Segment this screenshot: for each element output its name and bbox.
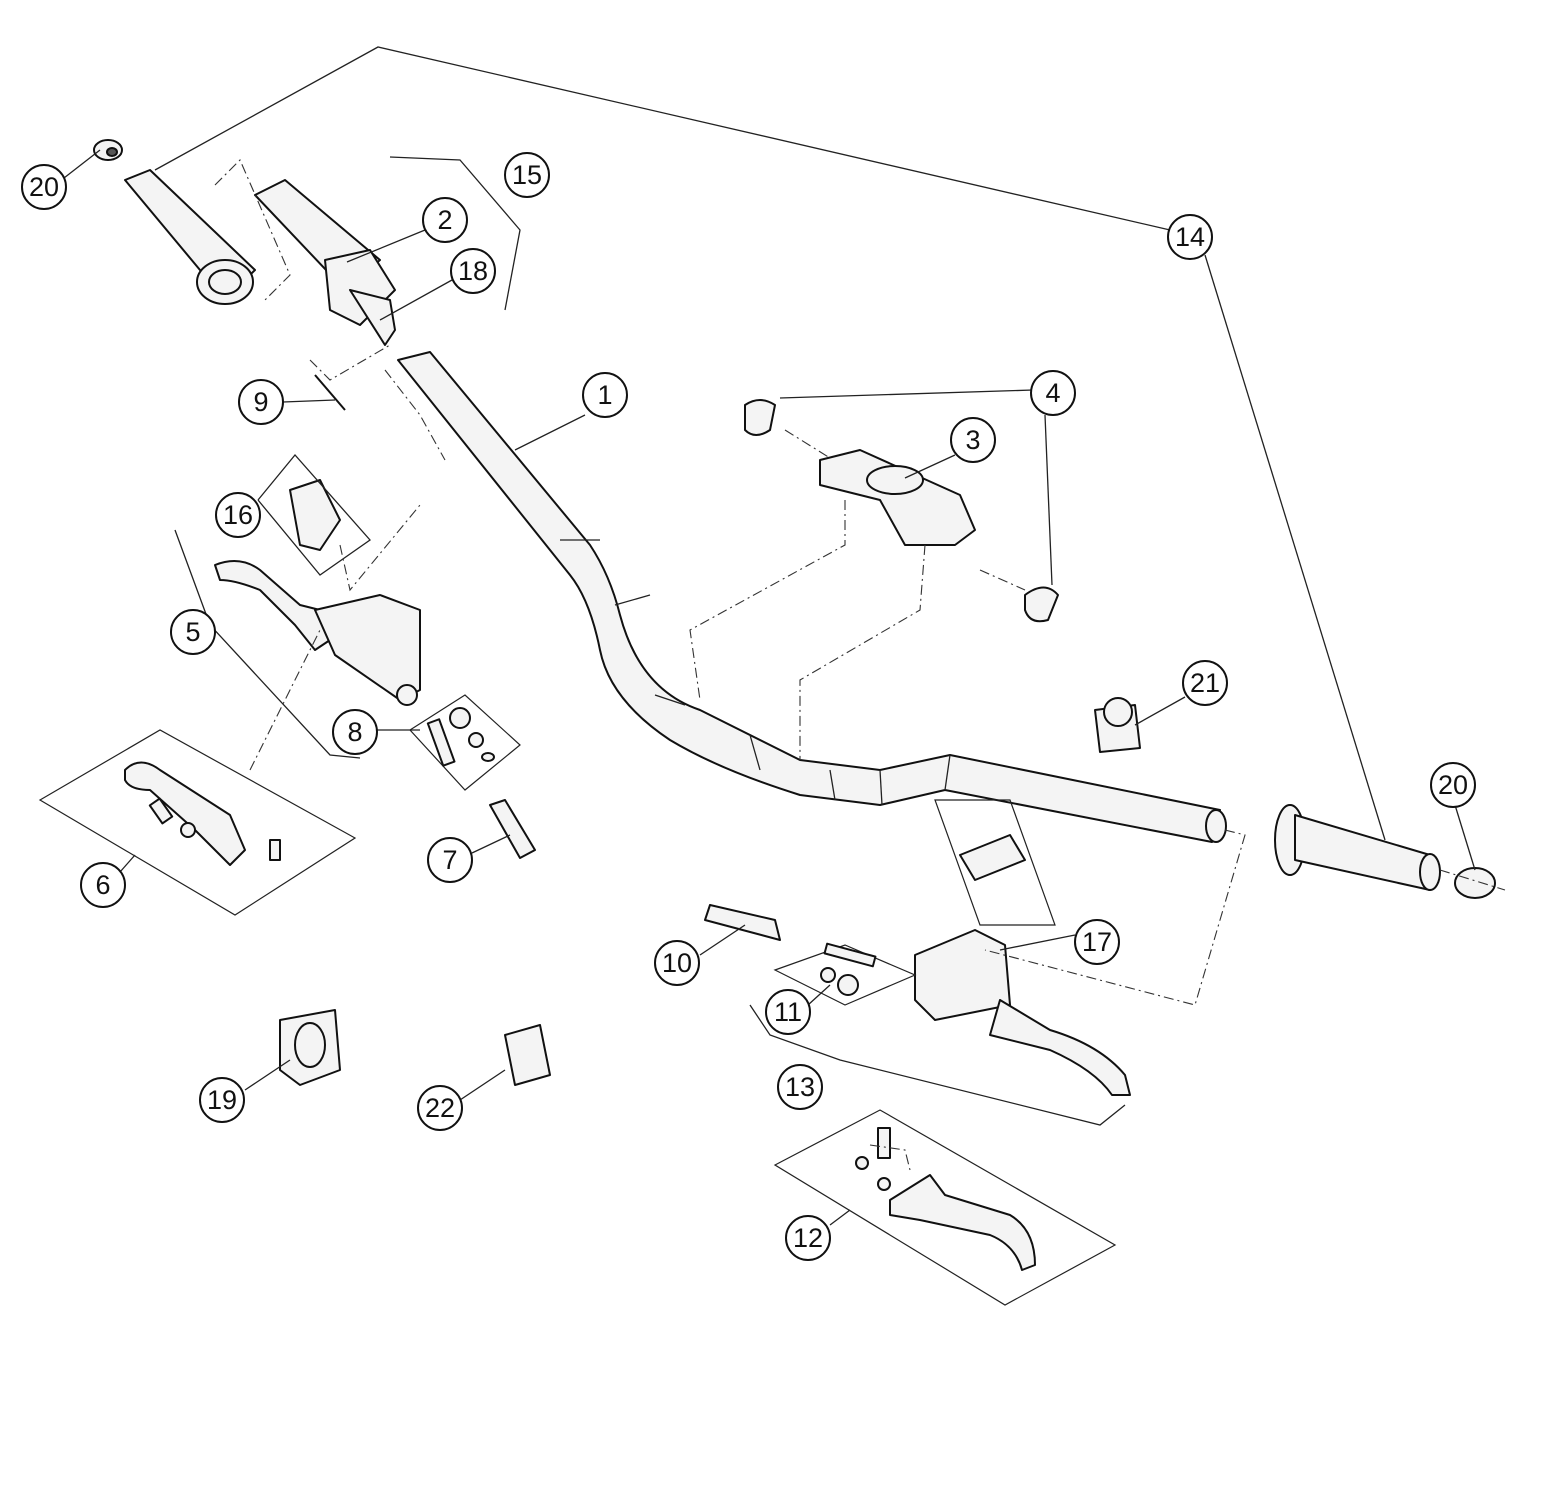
callout-14: 14 [1167,214,1213,260]
right-master-cylinder [914,929,1131,1096]
callout-11-label: 11 [774,997,802,1027]
callout-9-label: 9 [253,387,268,417]
callout-20-left-label: 20 [29,172,59,202]
callout-2-label: 2 [437,205,452,235]
right-reservoir-cover [934,799,1056,926]
handlebar [397,351,1227,843]
callout-15: 15 [504,152,550,198]
left-end-cap [93,139,123,161]
callout-20-left: 20 [21,164,67,210]
assembly-lines [214,159,1506,1171]
left-piston-kit [409,694,521,791]
left-master-cylinder [214,560,421,706]
callout-20-right-label: 20 [1438,770,1468,800]
callout-6-label: 6 [95,870,110,900]
callout-13: 13 [777,1064,823,1110]
callout-12: 12 [785,1215,831,1261]
callout-4: 4 [1030,370,1076,416]
callout-1: 1 [582,372,628,418]
right-end-cap [1454,867,1496,899]
switch-21 [1094,697,1141,753]
u-bolt-upper [744,399,776,436]
callout-13-label: 13 [785,1072,815,1102]
callout-17: 17 [1074,919,1120,965]
callout-16-label: 16 [223,500,253,530]
callout-19-label: 19 [207,1085,237,1115]
callout-3: 3 [950,417,996,463]
callout-12-label: 12 [793,1223,823,1253]
callout-7-label: 7 [442,845,457,875]
callout-21: 21 [1182,660,1228,706]
left-lever-kit [38,729,357,916]
left-reservoir-cover [289,479,341,551]
throttle-grip [254,179,396,346]
callout-1-label: 1 [597,380,612,410]
callout-14-label: 14 [1175,222,1205,252]
callout-9: 9 [238,379,284,425]
pin [314,374,346,411]
callout-19: 19 [199,1077,245,1123]
handlebar-clamp [819,449,976,546]
right-lever-kit [773,1109,1117,1306]
callout-21-label: 21 [1190,668,1220,698]
callout-20-right: 20 [1430,762,1476,808]
callout-18-label: 18 [458,256,488,286]
callout-10: 10 [654,940,700,986]
callout-8-label: 8 [347,717,362,747]
callout-22-label: 22 [425,1093,455,1123]
callout-10-label: 10 [662,948,692,978]
callout-8: 8 [332,709,378,755]
callout-7: 7 [427,837,473,883]
callout-5: 5 [170,609,216,655]
callout-11: 11 [765,989,811,1035]
left-push-rod [489,799,536,859]
callout-6: 6 [80,862,126,908]
callout-2: 2 [422,197,468,243]
callout-4-label: 4 [1045,378,1060,408]
leader-lines [63,46,1476,1226]
part-22 [504,1024,551,1086]
u-bolt-lower [1024,586,1059,623]
callout-16: 16 [215,492,261,538]
callout-22: 22 [417,1085,463,1131]
right-push-rod [704,904,781,941]
switch-19 [279,1009,341,1086]
left-grip [124,169,256,305]
right-grip [1274,804,1441,891]
callout-18: 18 [450,248,496,294]
callout-17-label: 17 [1082,927,1112,957]
callout-15-label: 15 [512,160,542,190]
callout-5-label: 5 [185,617,200,647]
callout-3-label: 3 [965,425,980,455]
